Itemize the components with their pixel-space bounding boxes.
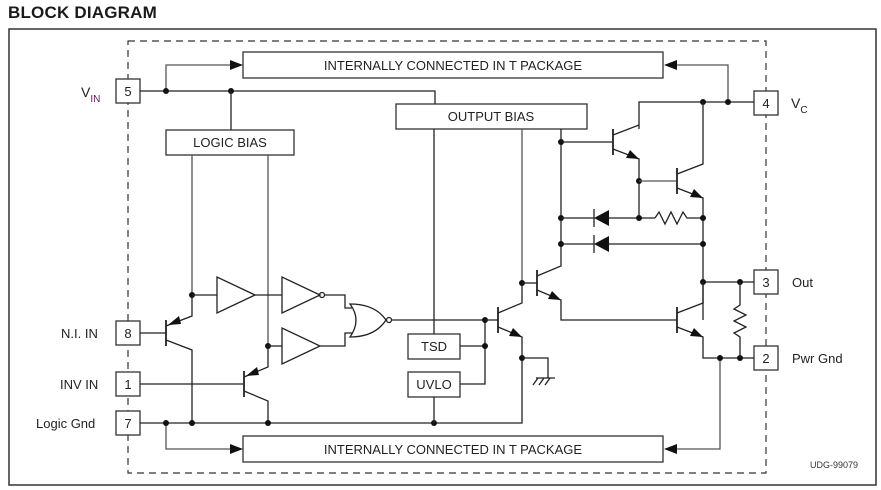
transistor-npn-q4 [522,129,676,321]
svg-text:1: 1 [124,377,131,392]
wire [460,320,486,385]
junction-dot [700,215,706,221]
diode-1 [561,209,655,227]
transistor-npn-q7 [676,282,754,359]
page-title: BLOCK DIAGRAM [8,3,157,22]
package-boundary [127,40,767,474]
junction-dot [163,88,169,94]
pin-label-vc: VC [791,95,808,116]
svg-text:8: 8 [124,326,131,341]
resistor-icon [732,282,748,358]
outer-frame [8,28,877,486]
pin-label-out: Out [792,275,813,290]
figure-id: UDG-99079 [810,460,858,470]
wire-vc-rail [638,101,754,129]
output-bias-label: OUTPUT BIAS [448,109,535,124]
pin-label-pwr-gnd: Pwr Gnd [792,351,843,366]
internal-connection-top-block [242,51,664,79]
pin-label-inv-in: INV IN [60,377,98,392]
pin-label-ni-in: N.I. IN [61,326,98,341]
output-bias-block [395,103,588,130]
svg-text:5: 5 [124,84,131,99]
pin-3: 3 [753,269,779,295]
svg-text:7: 7 [124,416,131,431]
transistor-npn-driver [485,283,523,358]
svg-text:3: 3 [762,275,769,290]
internal-connection-top-label: INTERNALLY CONNECTED IN T PACKAGE [324,58,582,73]
ground-icon [532,377,555,386]
buffer-2 [268,326,352,366]
junction-dot [725,99,731,105]
wire [165,64,232,91]
nor-gate [348,303,485,338]
junction-dot [636,215,642,221]
svg-text:2: 2 [762,351,769,366]
internal-connection-bottom-label: INTERNALLY CONNECTED IN T PACKAGE [324,442,582,457]
arrow-right-icon [230,444,243,454]
arrow-left-icon [664,444,677,454]
diode-2 [561,235,703,253]
pin-1: 1 [115,371,141,397]
transistor-pnp-ni [140,295,193,423]
pin-5: 5 [115,78,141,104]
wire [165,423,232,450]
arrow-left-icon [664,60,677,70]
junction-dot [700,241,706,247]
pin-7: 7 [115,410,141,436]
transistor-pnp-inv [140,346,269,423]
junction-dot [163,420,169,426]
junction-dot [189,420,195,426]
inverter-buffer [281,275,352,315]
junction-dot [265,420,271,426]
logic-bias-label: LOGIC BIAS [193,135,267,150]
wire [676,64,729,102]
pin-label-logic-gnd: Logic Gnd [36,416,95,431]
transistor-npn-q5 [561,124,640,218]
resistor-icon [654,210,703,226]
internal-connection-bottom-block [242,435,664,463]
pin-2: 2 [753,345,779,371]
tsd-label: TSD [421,339,447,354]
pin-label-vin: VIN [81,84,100,105]
wire [676,358,721,450]
logic-bias-block [165,129,295,156]
arrow-right-icon [230,60,243,70]
pin-4: 4 [753,90,779,116]
wire-vin-rail [140,90,436,104]
wire-logic-gnd-rail [140,358,523,424]
wire [522,357,549,378]
buffer-1 [192,275,282,315]
junction-dot [482,343,488,349]
pin-8: 8 [115,320,141,346]
svg-text:4: 4 [762,96,769,111]
junction-dot [717,355,723,361]
uvlo-label: UVLO [416,377,451,392]
